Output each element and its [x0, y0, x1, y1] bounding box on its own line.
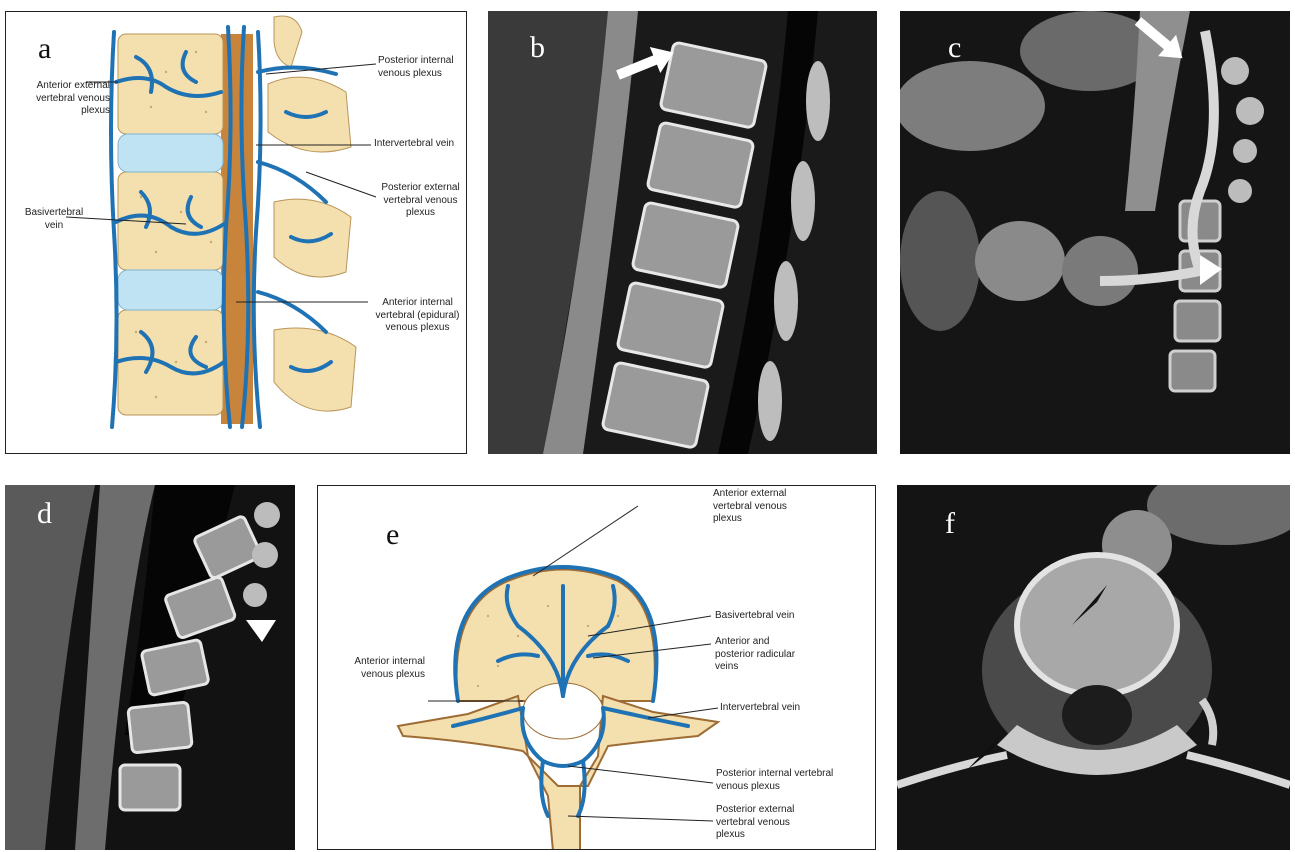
- label-basivertebral-vein-e: Basivertebral vein: [715, 610, 794, 623]
- label-posterior-external-plexus: Posterior external vertebral venous plex…: [378, 182, 463, 220]
- panel-d-sagittal-ct: d: [5, 485, 295, 850]
- panel-b-letter: b: [530, 33, 545, 63]
- panel-f-letter: f: [945, 509, 955, 539]
- spinal-canal-f: [1062, 685, 1132, 745]
- panel-d-letter: d: [37, 499, 52, 529]
- panel-c-oblique-ct: c: [900, 11, 1290, 454]
- ct-image-f: [897, 485, 1290, 850]
- label-posterior-external-plexus-e: Posterior external vertebral venous plex…: [716, 804, 794, 842]
- articular-process-top: [274, 16, 302, 67]
- ct-image-b: [488, 11, 877, 454]
- panel-e-letter: e: [386, 520, 399, 550]
- label-anterior-internal-plexus-e: Anterior internal venous plexus: [320, 656, 425, 681]
- vertebral-body-1: [118, 34, 223, 134]
- label-intervertebral-vein: Intervertebral vein: [374, 138, 454, 151]
- vertebral-body-f: [1017, 555, 1177, 695]
- panel-a-letter: a: [38, 34, 51, 64]
- label-anterior-external-plexus: Anterior external vertebral venous plexu…: [8, 80, 110, 118]
- panel-b-sagittal-ct: b: [488, 11, 877, 454]
- panel-c-letter: c: [948, 33, 961, 63]
- label-basivertebral-vein: Basivertebral vein: [24, 207, 84, 232]
- panel-e-axial-diagram: e Anterior external vertebral venous ple…: [317, 485, 876, 850]
- panel-f-axial-ct: f: [897, 485, 1290, 850]
- anterior-external-plexus-line: [111, 32, 117, 427]
- label-intervertebral-vein-e: Intervertebral vein: [720, 702, 800, 715]
- spinous-process-1: [268, 77, 351, 152]
- label-anterior-external-plexus-e: Anterior external vertebral venous plexu…: [713, 488, 787, 526]
- vertebral-body-3: [118, 310, 223, 415]
- panel-a-sagittal-diagram: a Anterior external vertebral venous ple…: [5, 11, 467, 454]
- ct-image-c: [900, 11, 1290, 454]
- ct-image-d: [5, 485, 295, 850]
- intervertebral-disc-2: [118, 270, 223, 310]
- label-anterior-internal-plexus: Anterior internal vertebral (epidural) v…: [370, 297, 465, 335]
- intervertebral-disc-1: [118, 134, 223, 172]
- label-posterior-internal-plexus: Posterior internal venous plexus: [378, 55, 454, 80]
- spinous-process-2: [274, 199, 351, 277]
- label-posterior-internal-plexus-e: Posterior internal vertebral venous plex…: [716, 768, 833, 793]
- label-radicular-veins: Anterior and posterior radicular veins: [715, 636, 795, 674]
